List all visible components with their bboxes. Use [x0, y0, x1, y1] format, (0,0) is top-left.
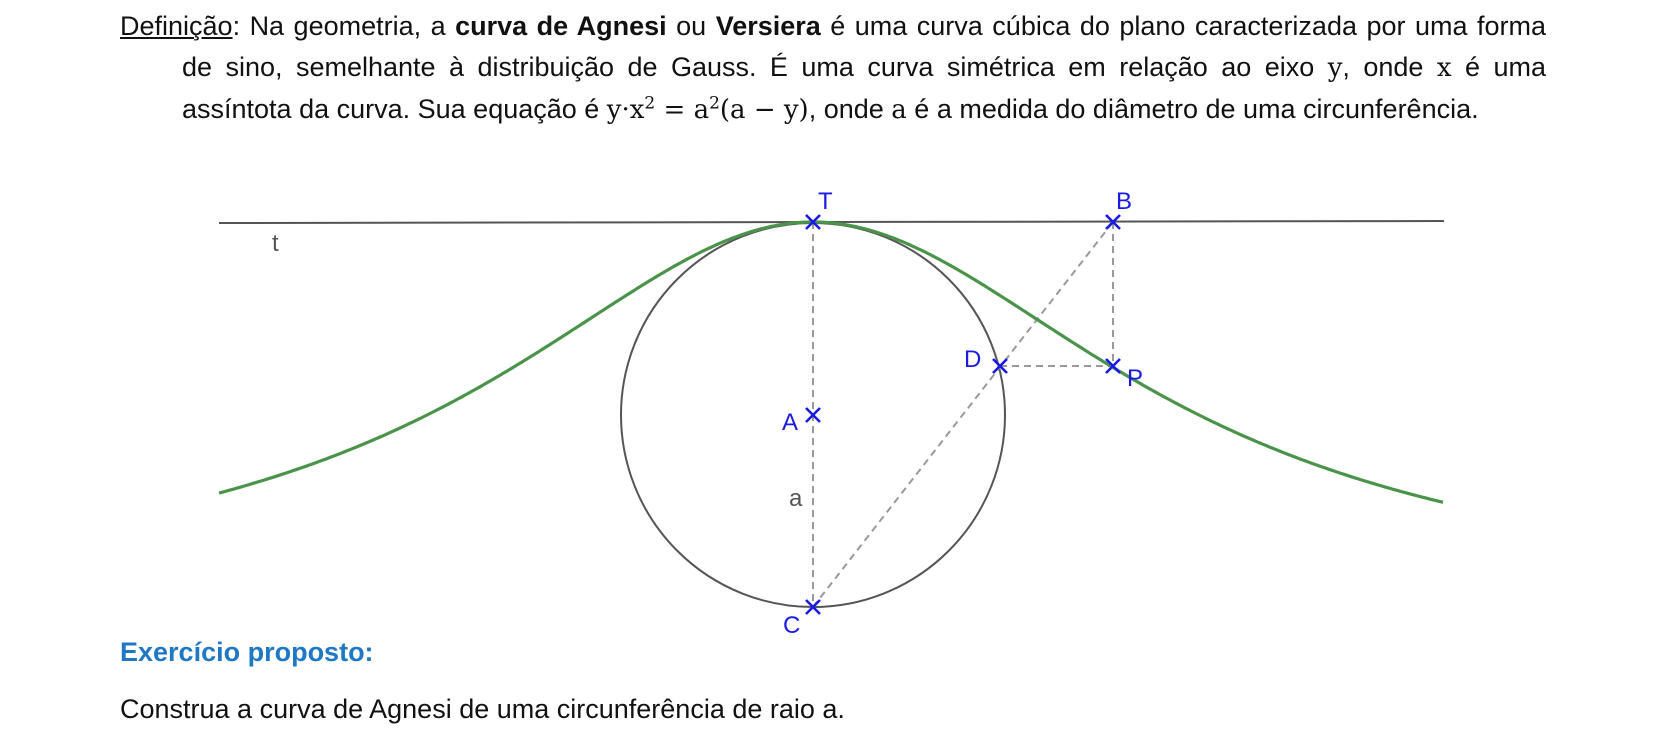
dashed-line-CB	[812, 221, 1114, 608]
definition-text-7: é a medida do diâmetro de uma circunferê…	[906, 94, 1479, 124]
equation-exponent-2: 2	[709, 93, 720, 114]
term-versiera: Versiera	[715, 11, 821, 41]
equation-part-a: y·x	[606, 95, 645, 125]
definition-paragraph: Definição: Na geometria, a curva de Agne…	[120, 6, 1546, 131]
point-B-marker	[1105, 214, 1121, 230]
point-D-marker	[992, 358, 1008, 374]
exercise-title: Exercício proposto:	[120, 637, 374, 667]
equation: y·x2 = a2(a − y)	[607, 95, 809, 125]
point-markers	[805, 214, 1121, 615]
agnesi-curve	[218, 220, 1444, 504]
term-agnesi: curva de Agnesi	[455, 11, 667, 41]
label-B: B	[1116, 188, 1132, 215]
point-P-marker	[1105, 358, 1121, 374]
math-y-axis: y	[1327, 53, 1343, 83]
definition-separator: :	[232, 11, 250, 41]
definition-text-6: , onde	[808, 94, 892, 124]
definition-text-4: , onde	[1342, 52, 1437, 82]
point-T-marker	[805, 214, 821, 230]
definition-text-3: é uma curva cúbica do plano caracterizad…	[182, 11, 1546, 82]
math-var-a: a	[891, 95, 907, 125]
point-A-marker	[805, 407, 821, 423]
equation-part-c: (a − y)	[719, 95, 809, 125]
label-a: a	[789, 485, 803, 512]
definition-text-2: ou	[666, 11, 716, 41]
label-P: P	[1127, 365, 1143, 392]
label-A: A	[782, 409, 798, 436]
label-D: D	[964, 346, 981, 373]
label-C: C	[783, 612, 800, 639]
definition-label: Definição	[120, 11, 233, 41]
agnesi-figure: t T B D P A a C	[218, 188, 1445, 639]
point-C-marker	[805, 599, 821, 615]
equation-part-b: = a	[655, 95, 710, 125]
equation-exponent-1: 2	[644, 93, 656, 114]
math-x-axis: x	[1436, 53, 1452, 83]
label-t: t	[272, 230, 279, 257]
definition-text-1: Na geometria, a	[249, 11, 456, 41]
definition-text-5: é uma assíntota da curva. Sua equação é	[182, 52, 1546, 124]
label-T: T	[818, 188, 833, 215]
exercise-text: Construa a curva de Agnesi de uma circun…	[120, 694, 845, 724]
